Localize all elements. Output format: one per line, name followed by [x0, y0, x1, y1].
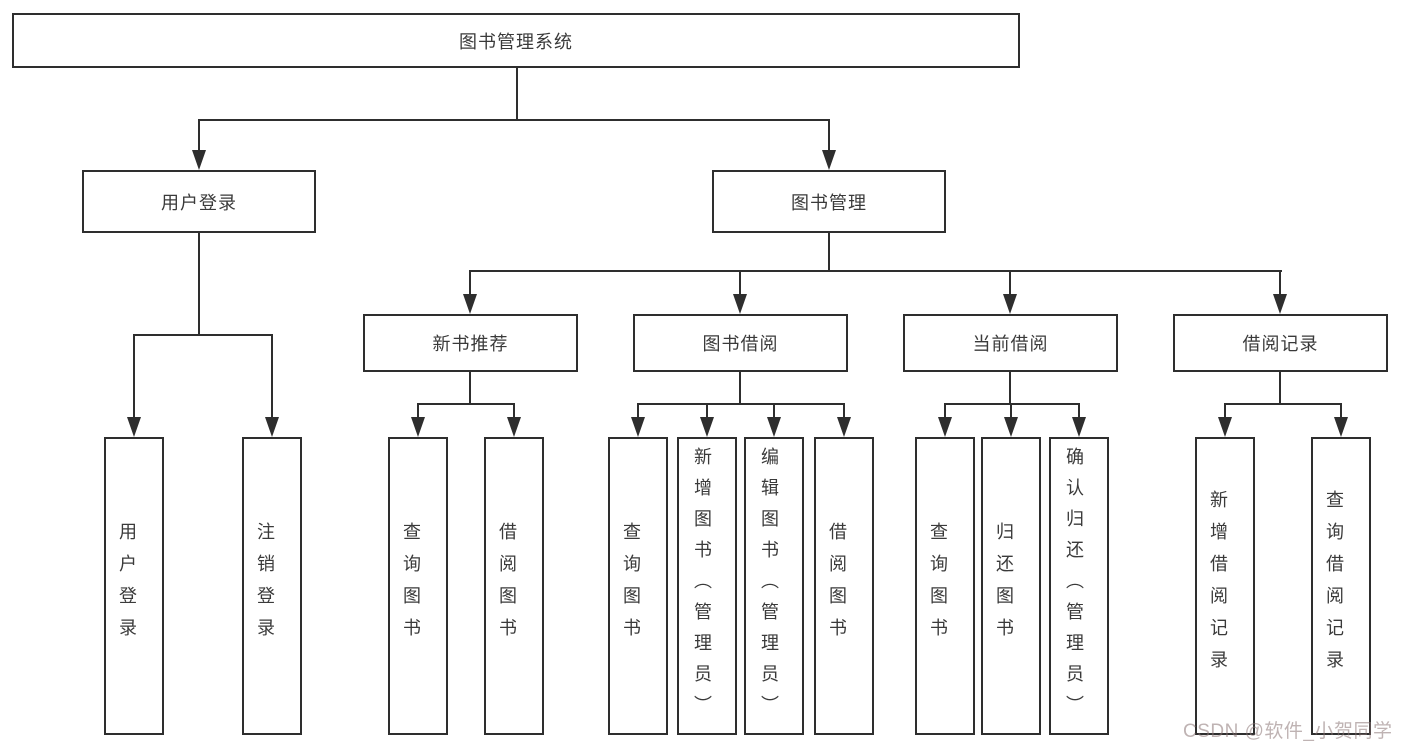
- node-current-borrow-label: 当前借阅: [972, 334, 1049, 354]
- leaf-query-book-1: 查询图书: [388, 437, 448, 735]
- node-root-label: 图书管理系统: [459, 31, 573, 52]
- edge-book-borrow-rail: [637, 403, 845, 405]
- leaf-logout-label: 注销登录: [255, 522, 275, 650]
- edge-to-current-borrow-shaft: [1009, 270, 1011, 297]
- leaf-query-borrow-record-label: 查询借阅记录: [1324, 490, 1344, 682]
- edge-to-borrow-record-arrow: [1273, 294, 1287, 314]
- leaf-add-book-admin: 新增图书（管理员）: [677, 437, 737, 735]
- edge-to-new-book-arrow: [463, 294, 477, 314]
- node-user-login: 用户登录: [82, 170, 316, 233]
- edge-to-leaf-user-login-arrow: [127, 417, 141, 437]
- edge-to-leaf-query-book-2-arrow: [631, 417, 645, 437]
- edge-to-new-book-shaft: [469, 270, 471, 297]
- edge-to-leaf-borrow-book-1-shaft: [513, 403, 515, 421]
- edge-new-book-rail: [417, 403, 515, 405]
- edge-borrow-record-stem: [1279, 372, 1281, 405]
- edge-to-book-borrow-arrow: [733, 294, 747, 314]
- edge-to-leaf-confirm-return-shaft: [1078, 403, 1080, 421]
- edge-to-borrow-record-shaft: [1279, 270, 1281, 297]
- leaf-edit-book-admin-label: 编辑图书（管理员）: [759, 446, 779, 726]
- edge-to-leaf-borrow-book-2-shaft: [843, 403, 845, 421]
- edge-to-leaf-query-book-1-arrow: [411, 417, 425, 437]
- edge-to-leaf-confirm-return-arrow: [1072, 417, 1086, 437]
- leaf-borrow-book-2: 借阅图书: [814, 437, 874, 735]
- edge-to-leaf-add-book-shaft: [706, 403, 708, 421]
- edge-to-leaf-borrow-book-1-arrow: [507, 417, 521, 437]
- edge-book-management-stem: [828, 233, 830, 272]
- leaf-add-borrow-record: 新增借阅记录: [1195, 437, 1255, 735]
- edge-to-leaf-logout-shaft: [271, 334, 273, 420]
- edge-to-book-borrow-shaft: [739, 270, 741, 297]
- edge-current-borrow-rail: [944, 403, 1080, 405]
- edge-to-leaf-add-book-arrow: [700, 417, 714, 437]
- leaf-confirm-return-admin-label: 确认归还（管理员）: [1064, 446, 1084, 726]
- node-book-borrow-label: 图书借阅: [702, 334, 779, 354]
- edge-root-to-user-login-shaft: [198, 119, 200, 153]
- leaf-add-borrow-record-label: 新增借阅记录: [1208, 490, 1228, 682]
- node-book-borrow: 图书借阅: [633, 314, 848, 372]
- edge-root-to-book-management-arrow: [822, 150, 836, 170]
- edge-user-login-stem: [198, 233, 200, 336]
- edge-to-leaf-user-login-shaft: [133, 334, 135, 420]
- node-root: 图书管理系统: [12, 13, 1020, 68]
- edge-to-leaf-edit-book-arrow: [767, 417, 781, 437]
- leaf-user-login-label: 用户登录: [117, 522, 137, 650]
- leaf-user-login: 用户登录: [104, 437, 164, 735]
- edge-to-leaf-query-book-3-arrow: [938, 417, 952, 437]
- watermark-text: CSDN @软件_小贺同学: [1183, 721, 1393, 742]
- edge-to-leaf-query-record-arrow: [1334, 417, 1348, 437]
- edge-to-leaf-query-record-shaft: [1340, 403, 1342, 421]
- leaf-return-book-label: 归还图书: [994, 522, 1014, 650]
- edge-root-to-user-login-arrow: [192, 150, 206, 170]
- node-new-book-recommend: 新书推荐: [363, 314, 578, 372]
- edge-to-leaf-edit-book-shaft: [773, 403, 775, 421]
- leaf-borrow-book-2-label: 借阅图书: [827, 522, 847, 650]
- edge-new-book-stem: [469, 372, 471, 405]
- node-book-management-label: 图书管理: [791, 192, 867, 213]
- node-user-login-label: 用户登录: [161, 192, 237, 213]
- leaf-query-book-1-label: 查询图书: [401, 522, 421, 650]
- leaf-query-book-2-label: 查询图书: [621, 522, 641, 650]
- node-borrow-record-label: 借阅记录: [1242, 334, 1319, 354]
- leaf-query-book-2: 查询图书: [608, 437, 668, 735]
- edge-root-to-book-management-shaft: [828, 119, 830, 153]
- edge-to-leaf-logout-arrow: [265, 417, 279, 437]
- edge-to-current-borrow-arrow: [1003, 294, 1017, 314]
- node-current-borrow: 当前借阅: [903, 314, 1118, 372]
- leaf-confirm-return-admin: 确认归还（管理员）: [1049, 437, 1109, 735]
- leaf-add-book-admin-label: 新增图书（管理员）: [692, 446, 712, 726]
- node-borrow-record: 借阅记录: [1173, 314, 1388, 372]
- edge-to-leaf-query-book-1-shaft: [417, 403, 419, 421]
- edge-book-borrow-stem: [739, 372, 741, 405]
- edge-to-leaf-borrow-book-2-arrow: [837, 417, 851, 437]
- edge-to-leaf-add-record-arrow: [1218, 417, 1232, 437]
- edge-current-borrow-stem: [1009, 372, 1011, 405]
- edge-to-leaf-query-book-2-shaft: [637, 403, 639, 421]
- leaf-edit-book-admin: 编辑图书（管理员）: [744, 437, 804, 735]
- edge-root-stem: [516, 68, 518, 120]
- edge-to-leaf-add-record-shaft: [1224, 403, 1226, 421]
- leaf-borrow-book-1-label: 借阅图书: [497, 522, 517, 650]
- leaf-logout: 注销登录: [242, 437, 302, 735]
- edge-borrow-record-rail: [1224, 403, 1342, 405]
- edge-root-rail: [198, 119, 830, 121]
- leaf-query-book-3: 查询图书: [915, 437, 975, 735]
- edge-user-login-rail: [133, 334, 273, 336]
- leaf-return-book: 归还图书: [981, 437, 1041, 735]
- node-book-management: 图书管理: [712, 170, 946, 233]
- edge-to-leaf-return-book-shaft: [1010, 403, 1012, 421]
- edge-book-management-rail: [469, 270, 1282, 272]
- edge-to-leaf-return-book-arrow: [1004, 417, 1018, 437]
- leaf-query-borrow-record: 查询借阅记录: [1311, 437, 1371, 735]
- leaf-query-book-3-label: 查询图书: [928, 522, 948, 650]
- edge-to-leaf-query-book-3-shaft: [944, 403, 946, 421]
- leaf-borrow-book-1: 借阅图书: [484, 437, 544, 735]
- node-new-book-recommend-label: 新书推荐: [432, 334, 509, 354]
